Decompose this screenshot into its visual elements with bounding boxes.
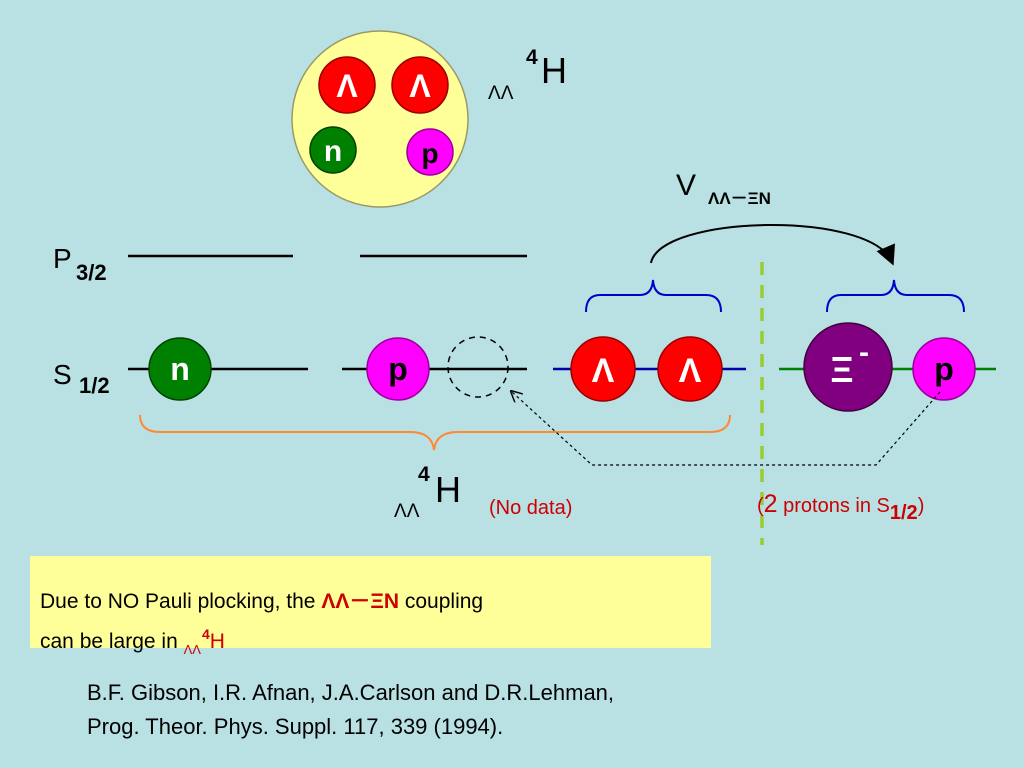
element-symbol: H — [435, 469, 461, 510]
hypernucleus-brace — [139, 414, 731, 451]
proton-label: p — [934, 351, 954, 387]
coupling-term: ΛΛ－ΞN — [321, 590, 400, 613]
s12-subscript: 1/2 — [79, 373, 110, 398]
empty-proton-slot — [447, 336, 509, 398]
statement-part: Due to NO Pauli plocking, the — [40, 590, 322, 613]
s12-label: S — [53, 359, 72, 390]
statement-text: Due to NO Pauli plocking, the ΛΛ－ΞN coup… — [40, 586, 483, 666]
xi-charge: - — [859, 336, 869, 369]
proton-particle — [406, 128, 454, 176]
protons-text: protons in S — [778, 495, 890, 517]
mass-number: 4 — [418, 463, 430, 486]
hypernucleus-prefix: ΛΛ — [488, 83, 514, 104]
mass-number: 4 — [526, 46, 538, 69]
neutron-particle — [148, 337, 212, 401]
hypernucleus-prefix: ΛΛ — [183, 642, 201, 657]
statement-part: can be large in — [40, 630, 184, 653]
proton-label: p — [421, 138, 438, 169]
neutron-particle — [309, 126, 357, 174]
element-symbol: H — [209, 630, 225, 653]
protons-open: ( — [757, 495, 764, 517]
lambda-particle — [318, 56, 376, 114]
proton-particle — [912, 337, 976, 401]
lambda-label: Λ — [679, 352, 702, 390]
neutron-label: n — [170, 351, 190, 387]
protons-subscript: 1/2 — [890, 502, 918, 524]
statement-part: coupling — [399, 590, 484, 613]
reference-citation: B.F. Gibson, I.R. Afnan, J.A.Carlson and… — [87, 676, 614, 744]
lambda-label: Λ — [592, 352, 615, 390]
proton-label: p — [388, 351, 408, 387]
xi-label: Ξ — [830, 349, 853, 390]
hypernucleus-prefix: ΛΛ — [394, 501, 420, 522]
protons-note: (2 protons in S1/2) — [757, 490, 924, 524]
lambda-label: Λ — [336, 68, 358, 104]
protons-close: ) — [918, 495, 925, 517]
mass-number: 4 — [201, 626, 210, 642]
neutron-label: n — [324, 135, 342, 168]
reference-line: B.F. Gibson, I.R. Afnan, J.A.Carlson and… — [87, 680, 615, 705]
xi-particle — [803, 322, 893, 412]
xi-brace — [826, 279, 965, 313]
element-symbol: H — [541, 50, 567, 91]
hypernucleus-cluster: Λ Λ n p — [291, 30, 469, 208]
lambda-brace — [585, 279, 722, 313]
lambda-label: Λ — [409, 68, 431, 104]
p32-subscript: 3/2 — [76, 260, 107, 285]
protons-number: 2 — [764, 490, 778, 518]
coupling-arrow — [650, 224, 895, 266]
no-data-note: (No data) — [489, 497, 572, 519]
p32-label: P — [53, 243, 72, 274]
statement-box: Due to NO Pauli plocking, the ΛΛ－ΞN coup… — [30, 556, 711, 657]
lambda-particle — [391, 56, 449, 114]
proton-particle — [366, 337, 430, 401]
proton-transfer-path — [512, 392, 941, 466]
reference-line: Prog. Theor. Phys. Suppl. 117, 339 (1994… — [87, 714, 504, 739]
potential-label: V — [676, 169, 696, 202]
potential-subscript: ΛΛ－ΞN — [708, 189, 771, 208]
lambda-particle — [657, 336, 723, 402]
nucleus-circle — [291, 30, 469, 208]
lambda-particle — [570, 336, 636, 402]
